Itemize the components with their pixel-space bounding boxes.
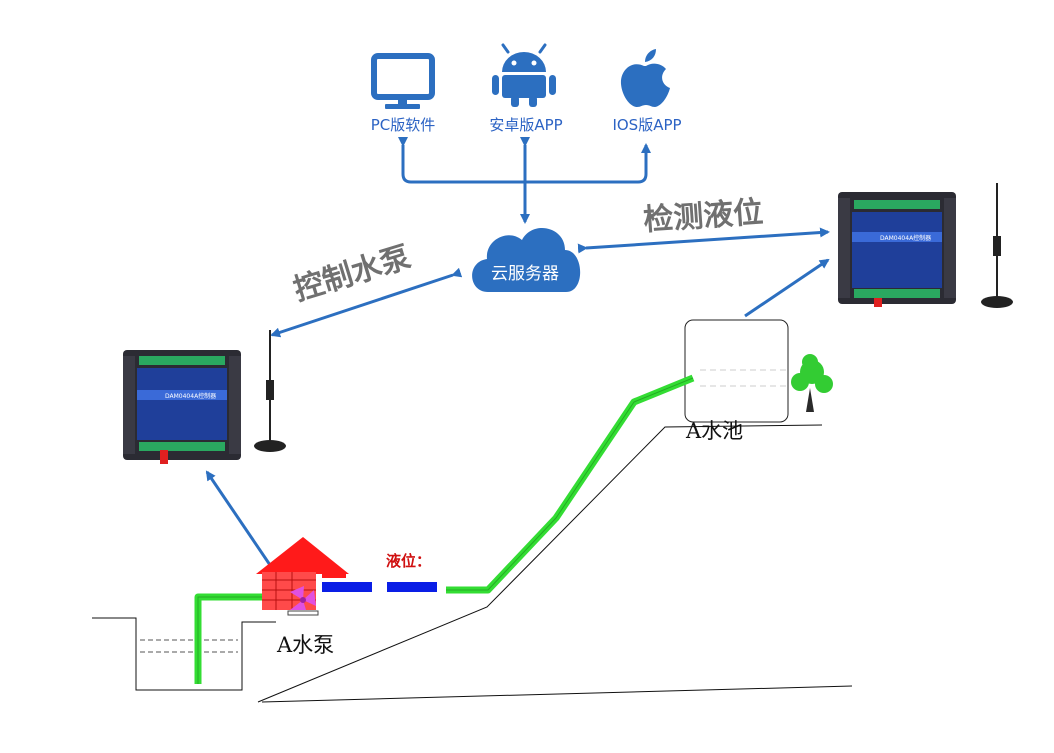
left-controller-model: DAM0404A控制器 — [165, 392, 216, 400]
android-icon — [492, 43, 556, 107]
left-antenna — [254, 330, 286, 452]
right-controller-model: DAM0404A控制器 — [880, 234, 931, 242]
tree-icon — [791, 354, 833, 412]
pump-house-icon — [256, 537, 349, 610]
level-label: 液位： — [386, 552, 431, 570]
cloud-server-label: 云服务器 — [491, 264, 559, 284]
monitor-icon — [371, 53, 435, 109]
right-antenna — [981, 183, 1013, 308]
cloud-left-controller-arrow — [270, 267, 463, 338]
terrain-lines — [92, 424, 853, 703]
cloud-icon — [472, 227, 581, 292]
level-indicator-segment-2 — [387, 582, 437, 592]
android-app-label: 安卓版APP — [489, 116, 562, 134]
pump-icon — [287, 586, 319, 616]
ios-app-label: IOS版APP — [612, 116, 681, 134]
cloud-right-controller-arrow — [577, 227, 830, 254]
pump-label: A水泵 — [276, 633, 334, 657]
pump-to-controller-arrow — [205, 470, 272, 566]
client-cloud-connectors — [398, 137, 651, 224]
apple-icon — [620, 49, 670, 107]
pc-software-label: PC版软件 — [371, 116, 436, 134]
level-indicator-segment-1 — [322, 582, 372, 592]
water-pipe-outline — [197, 377, 694, 684]
right-controller-device: DAM0404A控制器 — [838, 192, 956, 307]
pool-box — [684, 319, 789, 423]
detect-level-label: 检测液位 — [642, 195, 764, 238]
pool-label: A水池 — [685, 419, 743, 443]
left-controller-device: DAM0404A控制器 — [123, 350, 241, 464]
control-pump-label: 控制水泵 — [290, 240, 415, 309]
pool-to-controller-arrow — [744, 258, 830, 318]
